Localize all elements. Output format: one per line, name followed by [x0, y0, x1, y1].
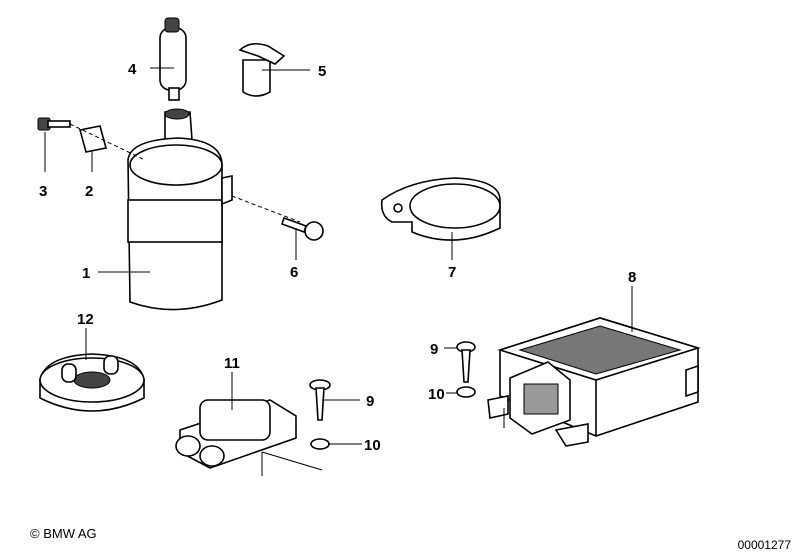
part-10-washer-left [310, 438, 362, 450]
part-6-screw [280, 216, 324, 260]
part-9-screw-left [309, 379, 360, 421]
part-1-ignition-coil [98, 108, 233, 311]
callout-6: 6 [290, 264, 298, 281]
part-3-bolt [37, 117, 71, 172]
callout-7: 7 [448, 264, 456, 281]
part-12-rotor-cap [39, 328, 145, 412]
callout-10-right: 10 [428, 386, 445, 403]
part-4-ignition-lead-connector [150, 17, 187, 101]
callout-3: 3 [39, 183, 47, 200]
document-number: 00001277 [737, 538, 791, 552]
copyright-notice: © BMW AG [30, 526, 97, 541]
part-7-mounting-bracket [380, 177, 501, 260]
callout-2: 2 [85, 183, 93, 200]
part-11-capacitor-unit [175, 372, 323, 476]
callout-9-left: 9 [366, 393, 374, 410]
callout-10-left: 10 [364, 437, 381, 454]
part-8-control-unit [487, 286, 701, 447]
callout-8: 8 [628, 269, 636, 286]
part-9-screw-right [444, 341, 476, 383]
callout-11: 11 [224, 355, 240, 372]
callout-1: 1 [82, 265, 90, 282]
callout-5: 5 [318, 63, 326, 80]
callout-4: 4 [128, 61, 137, 78]
part-2-clip-nut [79, 125, 107, 172]
assembly-line-screw [231, 195, 301, 223]
callout-12: 12 [77, 311, 94, 328]
part-10-washer-right [446, 386, 476, 398]
part-5-angled-connector [238, 42, 310, 97]
callout-9-right: 9 [430, 341, 438, 358]
